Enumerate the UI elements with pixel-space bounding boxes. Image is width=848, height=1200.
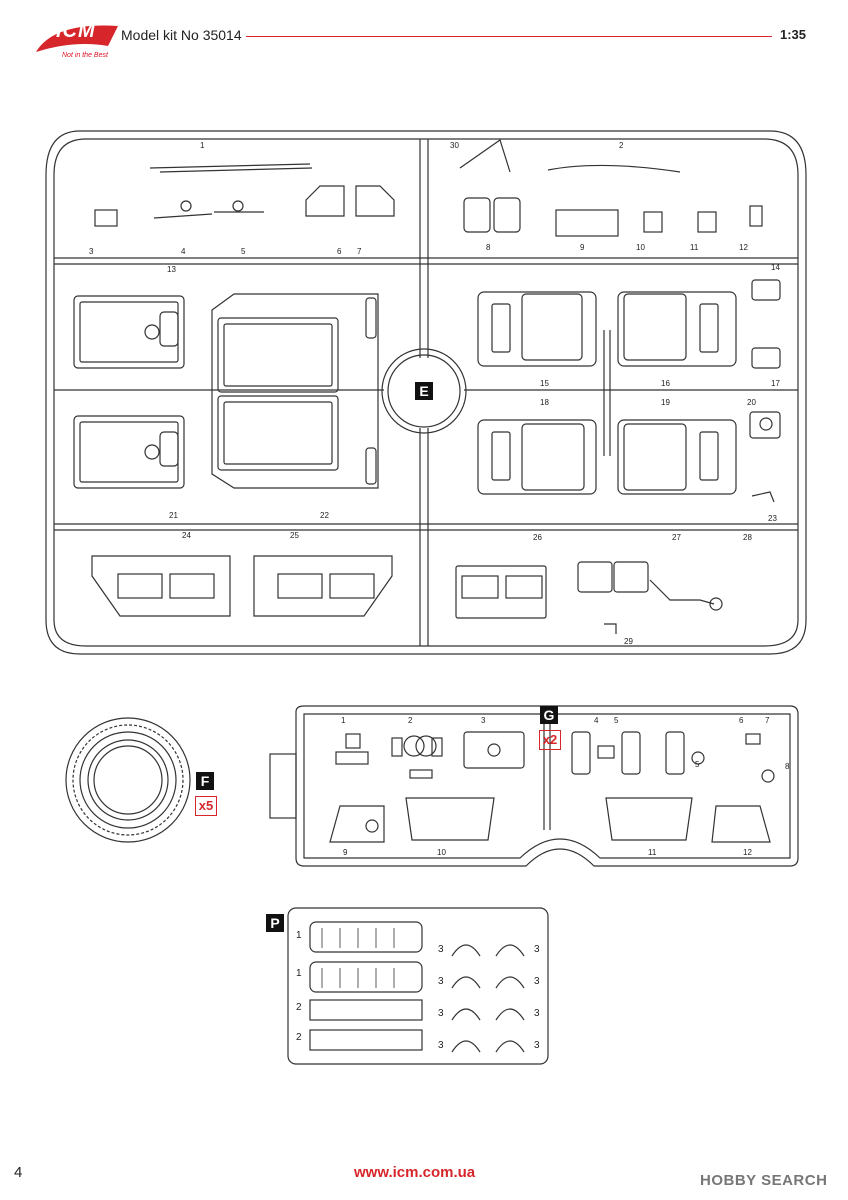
- part-label: 9: [580, 243, 585, 252]
- pe-hoop-label: 3: [438, 1040, 444, 1051]
- pe-hoop-label: 3: [438, 944, 444, 955]
- part-label: 1: [200, 141, 205, 150]
- website-link[interactable]: www.icm.com.ua: [354, 1164, 476, 1181]
- kit-title: Model kit No 35014: [121, 27, 242, 43]
- part-label: 3: [481, 716, 486, 725]
- photo-etch-p-tag: P: [266, 914, 284, 932]
- part-label: 4: [594, 716, 599, 725]
- part-label: 2: [408, 716, 413, 725]
- part-label: 28: [743, 533, 752, 542]
- part-label: 2: [619, 141, 624, 150]
- part-label: 11: [648, 848, 657, 857]
- part-label: 30: [450, 141, 459, 150]
- part-label: 9: [343, 848, 348, 857]
- part-label: 26: [533, 533, 542, 542]
- part-label: 11: [690, 243, 699, 252]
- header-rule: [246, 36, 772, 37]
- logo-brand: ICM: [56, 20, 96, 42]
- part-label: 4: [181, 247, 186, 256]
- part-label: 10: [636, 243, 645, 252]
- part-label: 10: [437, 848, 446, 857]
- pe-hoop-label: 3: [534, 1008, 540, 1019]
- part-label: 20: [747, 398, 756, 407]
- sprue-g-tag: G: [540, 706, 558, 724]
- sprue-f-tag: F: [196, 772, 214, 790]
- part-label: 16: [661, 379, 670, 388]
- icm-logo: ICM Not in the Best: [34, 20, 120, 62]
- part-label: 17: [771, 379, 780, 388]
- scale-label: 1:35: [780, 27, 807, 42]
- part-label: 3: [89, 247, 94, 256]
- part-label: 27: [672, 533, 681, 542]
- part-label: 6: [337, 247, 342, 256]
- part-label: 12: [743, 848, 752, 857]
- sprue-g-frame: [295, 705, 799, 867]
- part-label: 6: [739, 716, 744, 725]
- pe-label: 1: [296, 968, 302, 979]
- part-label: 1: [341, 716, 346, 725]
- part-label: 21: [169, 511, 178, 520]
- part-label: 15: [540, 379, 549, 388]
- logo-tagline: Not in the Best: [62, 52, 108, 59]
- part-label: 22: [320, 511, 329, 520]
- sprue-e-frame: [45, 130, 807, 655]
- pe-label: 2: [296, 1032, 302, 1043]
- sprue-f-multiplier: x5: [195, 796, 217, 816]
- sprue-e-hub: [381, 348, 467, 434]
- part-label: 8: [486, 243, 491, 252]
- watermark: HOBBY SEARCH: [700, 1172, 828, 1189]
- sprue-g-multiplier: x2: [539, 730, 561, 750]
- part-label: 12: [739, 243, 748, 252]
- part-label: 19: [661, 398, 670, 407]
- pe-hoop-label: 3: [438, 976, 444, 987]
- page-header: ICM Not in the Best Model kit No 35014 1…: [0, 0, 848, 70]
- part-label: 8: [785, 762, 790, 771]
- part-label: 7: [765, 716, 770, 725]
- part-label: 18: [540, 398, 549, 407]
- part-label: 14: [771, 263, 780, 272]
- pe-hoop-label: 3: [438, 1008, 444, 1019]
- part-label: 25: [290, 531, 299, 540]
- part-label: 5: [695, 760, 700, 769]
- wheel-f-outer: [65, 717, 191, 843]
- page-number: 4: [14, 1164, 23, 1181]
- pe-hoop-label: 3: [534, 976, 540, 987]
- part-label: 7: [357, 247, 362, 256]
- part-label: 23: [768, 514, 777, 523]
- part-label: 13: [167, 265, 176, 274]
- pe-hoop-label: 3: [534, 1040, 540, 1051]
- part-label: 24: [182, 531, 191, 540]
- photo-etch-p-frame: [287, 907, 549, 1065]
- part-label: 5: [241, 247, 246, 256]
- part-label: 5: [614, 716, 619, 725]
- part-label: 29: [624, 637, 633, 646]
- pe-label: 1: [296, 930, 302, 941]
- sprue-e-tag: E: [415, 382, 433, 400]
- pe-hoop-label: 3: [534, 944, 540, 955]
- pe-label: 2: [296, 1002, 302, 1013]
